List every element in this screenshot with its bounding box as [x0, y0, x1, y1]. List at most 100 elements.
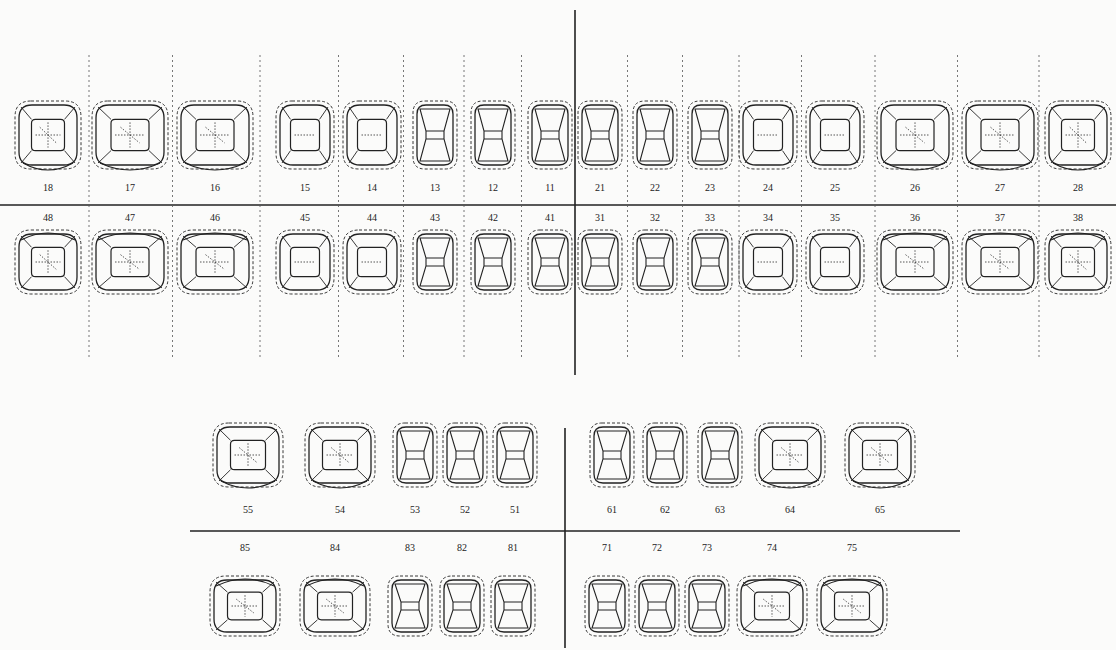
tooth-contour	[739, 230, 797, 294]
tooth-symbol	[471, 230, 515, 294]
tooth-number: 23	[695, 182, 725, 194]
tooth-symbol	[177, 101, 253, 170]
tooth-symbol	[443, 423, 487, 487]
cusp-ridge	[311, 429, 369, 481]
tooth-number: 21	[585, 182, 615, 194]
tooth-contour	[440, 576, 484, 636]
fissure	[322, 595, 349, 617]
tooth-symbol	[688, 101, 732, 169]
crown-outline	[495, 580, 531, 632]
occlusal-surface	[981, 247, 1019, 276]
tooth-symbol	[440, 576, 484, 636]
tooth-symbol	[962, 230, 1038, 294]
occlusal-surface	[32, 247, 65, 276]
tooth-symbol	[343, 230, 401, 294]
tooth-separator	[1039, 55, 1040, 360]
tooth-symbol	[633, 101, 677, 169]
tooth-lobe	[970, 163, 1030, 170]
crown-outline	[96, 105, 164, 165]
tooth-number: 33	[695, 212, 725, 224]
crown-outline	[347, 234, 397, 290]
tooth-contour	[688, 101, 732, 169]
tooth-number: 62	[650, 504, 680, 516]
incisal-surface	[585, 109, 615, 161]
tooth-number: 74	[757, 542, 787, 554]
tooth-number: 85	[230, 542, 260, 554]
crown-outline	[304, 580, 366, 632]
tooth-number: 54	[325, 504, 355, 516]
fissure	[867, 443, 894, 466]
fissure	[985, 250, 1015, 273]
occlusal-surface	[1062, 247, 1095, 276]
crown-outline	[741, 580, 803, 632]
tooth-symbol	[343, 101, 401, 169]
tooth-number: 25	[820, 182, 850, 194]
cusp-ridge	[968, 107, 1032, 163]
tooth-number: 32	[640, 212, 670, 224]
crown-outline	[214, 580, 276, 632]
crown-outline	[647, 427, 683, 483]
fissure	[362, 262, 383, 263]
incisal-surface	[447, 584, 477, 628]
tooth-symbol	[92, 230, 168, 294]
crown-outline	[810, 234, 860, 290]
tooth-symbol	[393, 423, 437, 487]
crown-outline	[810, 105, 860, 165]
tooth-number: 43	[420, 212, 450, 224]
occlusal-surface	[291, 119, 320, 150]
crown-outline	[689, 580, 725, 632]
fissure	[759, 595, 786, 617]
tooth-separator	[627, 55, 628, 360]
cusp-ridge	[851, 429, 909, 481]
incisal-surface	[498, 584, 528, 628]
tooth-separator	[875, 55, 876, 360]
fissure	[36, 250, 61, 273]
tooth-contour	[635, 576, 679, 636]
incisal-surface	[642, 584, 672, 628]
tooth-separator	[739, 55, 740, 360]
incisal-surface	[650, 431, 680, 479]
cusp-ridge	[883, 236, 947, 288]
tooth-number: 61	[597, 504, 627, 516]
cusp-ridge	[98, 107, 162, 163]
tooth-contour	[276, 101, 334, 169]
incisal-surface	[478, 109, 508, 161]
tooth-contour	[806, 230, 864, 294]
occlusal-surface	[196, 247, 234, 276]
crown-outline	[966, 234, 1034, 290]
tooth-contour	[528, 230, 572, 294]
cusp-ridge	[745, 236, 791, 288]
tooth-symbol	[1045, 230, 1111, 294]
tooth-contour	[877, 101, 953, 169]
occlusal-surface	[196, 119, 234, 150]
tooth-number: 55	[233, 504, 263, 516]
crown-outline	[181, 234, 249, 290]
midline	[574, 10, 576, 375]
incisal-surface	[450, 431, 480, 479]
occlusal-surface	[773, 440, 808, 469]
cusp-ridge	[349, 107, 395, 163]
tooth-contour	[845, 423, 915, 487]
fissure	[758, 135, 779, 136]
tooth-symbol	[210, 576, 280, 636]
tooth-symbol	[578, 230, 622, 294]
tooth-contour	[698, 423, 742, 487]
tooth-symbol	[276, 230, 334, 294]
crown-outline	[849, 427, 911, 483]
tooth-contour	[177, 230, 253, 294]
tooth-symbol	[688, 230, 732, 294]
tooth-contour	[633, 101, 677, 169]
occlusal-surface	[863, 440, 898, 469]
tooth-separator	[260, 55, 261, 360]
tooth-contour	[210, 576, 280, 636]
tooth-separator	[403, 55, 404, 360]
tooth-symbol	[962, 101, 1038, 170]
tooth-contour	[685, 576, 729, 636]
tooth-number: 31	[585, 212, 615, 224]
midline	[564, 428, 566, 648]
fissure	[115, 250, 145, 273]
fissure	[200, 122, 230, 147]
fissure	[295, 135, 316, 136]
tooth-number: 82	[447, 542, 477, 554]
